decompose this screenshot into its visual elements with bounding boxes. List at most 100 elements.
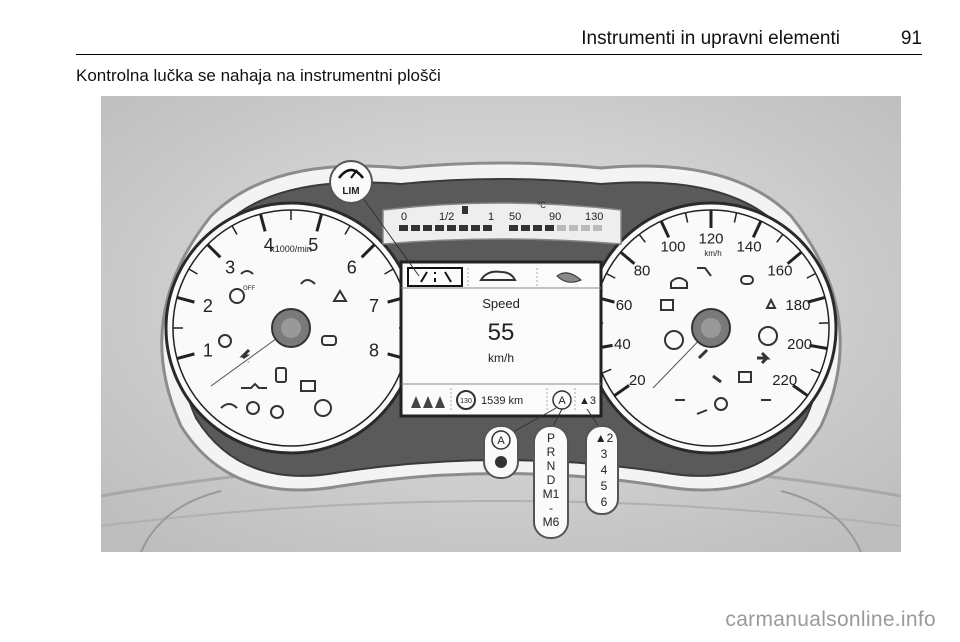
page-number: 91: [900, 28, 922, 49]
speed-limit-value: 130: [460, 398, 472, 405]
tach-minor-tick: [188, 268, 198, 275]
manual-gears-callout: [585, 425, 619, 515]
speedo-tick-label: 60: [616, 297, 633, 314]
speedo-minor-tick: [601, 368, 612, 374]
oil-pressure-icon: [241, 382, 267, 389]
fuel-segment: [471, 225, 480, 231]
manual-gear-label: 6: [601, 495, 608, 509]
tach-minor-tick: [344, 225, 351, 235]
speedo-tick-label: 220: [772, 372, 797, 389]
fuel-label-empty: 0: [401, 211, 407, 223]
watermark: carmanualsonline.info: [725, 608, 936, 631]
speedometer-unit: km/h: [704, 249, 721, 258]
car-tab-icon: [479, 270, 517, 281]
service-icon: [712, 374, 722, 384]
fog-icon: [714, 397, 728, 411]
tach-major-tick: [360, 243, 376, 259]
temp-segment: [593, 225, 602, 231]
battery-icon: [300, 380, 316, 392]
lane-tab-icon: [420, 271, 452, 283]
manual-gear-label: 5: [601, 479, 608, 493]
speedo-minor-tick: [806, 272, 817, 279]
speedo-major-tick: [659, 220, 671, 239]
figure-caption: Kontrolna lučka se nahaja na instrumentn…: [76, 66, 441, 85]
temp-unit: °C: [537, 201, 546, 210]
temp-segment: [509, 225, 518, 231]
speedo-major-tick: [809, 343, 828, 350]
auto-mode-callout: [483, 425, 519, 479]
tach-major-tick: [176, 296, 195, 304]
section-title: Instrumenti in upravni elementi: [581, 28, 840, 49]
fuel-segment: [483, 225, 492, 231]
eco-tab-icon: [556, 272, 582, 283]
temp-segment: [581, 225, 590, 231]
tach-major-tick: [315, 213, 323, 232]
automatic-gear-label: -: [549, 501, 553, 515]
speedo-tick-label: 120: [698, 230, 723, 247]
speedo-tick-label: 40: [614, 336, 631, 353]
fuel-segment: [459, 225, 468, 231]
automatic-gears-callout: [533, 425, 569, 539]
temp-label-high: 130: [585, 211, 603, 223]
speed-limit-icon: [456, 390, 476, 410]
fuel-level-icon: [275, 367, 287, 383]
speedo-tick-label: 100: [660, 239, 685, 256]
page-header: Instrumenti in upravni elementi 91: [76, 24, 922, 55]
tach-tick-label: 3: [225, 257, 235, 277]
lane-assist-icon: [332, 289, 348, 302]
esp-icon: [300, 279, 316, 285]
temp-segment: [533, 225, 542, 231]
display-speed-unit: km/h: [488, 351, 514, 365]
tach-minor-tick: [384, 268, 394, 275]
tpms-icon: [246, 401, 260, 415]
clutch-icon: [495, 456, 507, 468]
engine-icon: [220, 403, 238, 409]
fuel-label-full: 1: [488, 211, 494, 223]
fuel-segment: [423, 225, 432, 231]
esp-off-label: OFF: [243, 286, 255, 292]
tach-major-tick: [176, 352, 195, 360]
fuel-segment: [435, 225, 444, 231]
speedometer-warning-lights: [660, 267, 778, 415]
speedo-tick-label: 200: [787, 336, 812, 353]
brake-warning-icon: [229, 288, 245, 304]
manual-gear-label: ▲2: [595, 431, 614, 445]
tachometer-unit: x1000/min: [270, 244, 312, 254]
speedo-tick-label: 160: [767, 262, 792, 279]
abs-icon: [664, 330, 684, 350]
esp-off-icon: [240, 270, 254, 275]
speed-limiter-icon: [338, 168, 364, 179]
vehicle-icon: [321, 335, 337, 346]
parking-brake-icon: [758, 326, 778, 346]
tach-minor-tick: [231, 225, 238, 235]
speedo-minor-tick: [605, 272, 616, 279]
tach-tick-label: 7: [369, 296, 379, 316]
automatic-gear-label: N: [547, 459, 556, 473]
cruise-icon: [218, 334, 232, 348]
display-title: Speed: [482, 296, 520, 311]
fuel-label-half: 1/2: [439, 211, 454, 223]
immobilizer-icon: [738, 371, 752, 383]
automatic-gear-label: R: [547, 445, 556, 459]
automatic-gear-label: M1: [543, 487, 560, 501]
fuel-segment: [447, 225, 456, 231]
temp-segment: [557, 225, 566, 231]
airbag-icon: [697, 348, 709, 360]
speedo-major-tick: [751, 220, 763, 239]
adblue-icon: [660, 299, 674, 311]
speedo-tick-label: 140: [737, 239, 762, 256]
automatic-gear-label: D: [547, 473, 556, 487]
gear-indicator: ▲3: [579, 395, 596, 407]
general-warning-icon: [314, 399, 332, 417]
fuel-segment: [411, 225, 420, 231]
tachometer-warning-lights: [218, 270, 348, 419]
speedo-minor-tick: [776, 233, 784, 243]
tach-tick-label: 8: [369, 341, 379, 361]
speedo-major-tick: [807, 296, 826, 304]
speedo-minor-tick: [810, 368, 821, 374]
tach-major-tick: [259, 213, 267, 232]
automatic-gear-label: M6: [543, 515, 560, 529]
speedo-minor-tick: [638, 233, 646, 243]
speedo-minor-tick: [684, 212, 689, 223]
